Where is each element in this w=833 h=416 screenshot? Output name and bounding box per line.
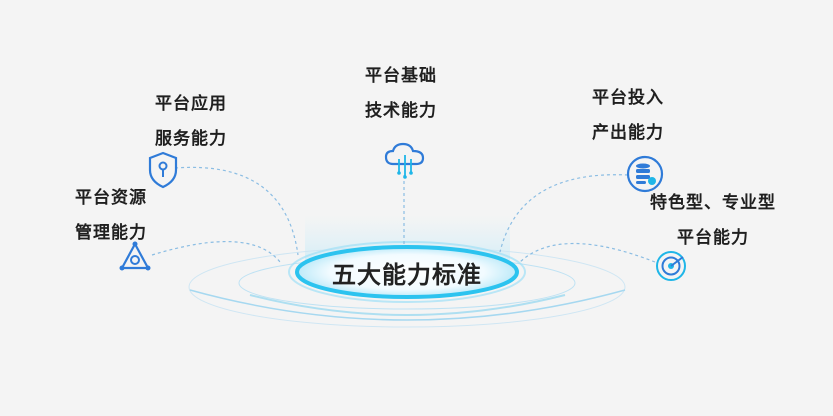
connector-investment (499, 174, 629, 253)
label-basic-technology: 平台基础 技术能力 (365, 59, 437, 129)
connector-service (174, 166, 299, 256)
lower-arc-inner (249, 294, 566, 316)
label-investment-line2: 产出能力 (592, 123, 664, 143)
shield-key-icon (148, 151, 178, 189)
label-specialty-line1: 特色型、专业型 (650, 193, 776, 213)
label-resource-line2: 管理能力 (75, 223, 147, 243)
label-specialty: 特色型、专业型 平台能力 (650, 186, 776, 256)
label-application-service: 平台应用 服务能力 (155, 87, 227, 157)
cloud-circuit-icon (384, 142, 425, 179)
connector-resource (151, 241, 281, 263)
label-specialty-line2: 平台能力 (677, 228, 749, 248)
label-tech-line2: 技术能力 (365, 101, 437, 121)
target-radar-icon (656, 251, 686, 281)
label-resource-line1: 平台资源 (75, 188, 147, 208)
database-coin-icon (626, 155, 664, 193)
center-pill-halo (288, 241, 526, 303)
center-title: 五大能力标准 (332, 260, 482, 289)
connectors (151, 166, 656, 263)
lower-arc (189, 289, 626, 321)
label-investment-line1: 平台投入 (592, 88, 664, 108)
label-tech-line1: 平台基础 (365, 66, 437, 86)
connector-specialty (519, 243, 656, 263)
triangle-network-icon (119, 241, 151, 271)
label-investment-output: 平台投入 产出能力 (592, 81, 664, 151)
label-service-line1: 平台应用 (155, 94, 227, 114)
label-service-line2: 服务能力 (155, 129, 227, 149)
label-resource-management: 平台资源 管理能力 (75, 181, 147, 251)
center-pill (295, 245, 519, 299)
